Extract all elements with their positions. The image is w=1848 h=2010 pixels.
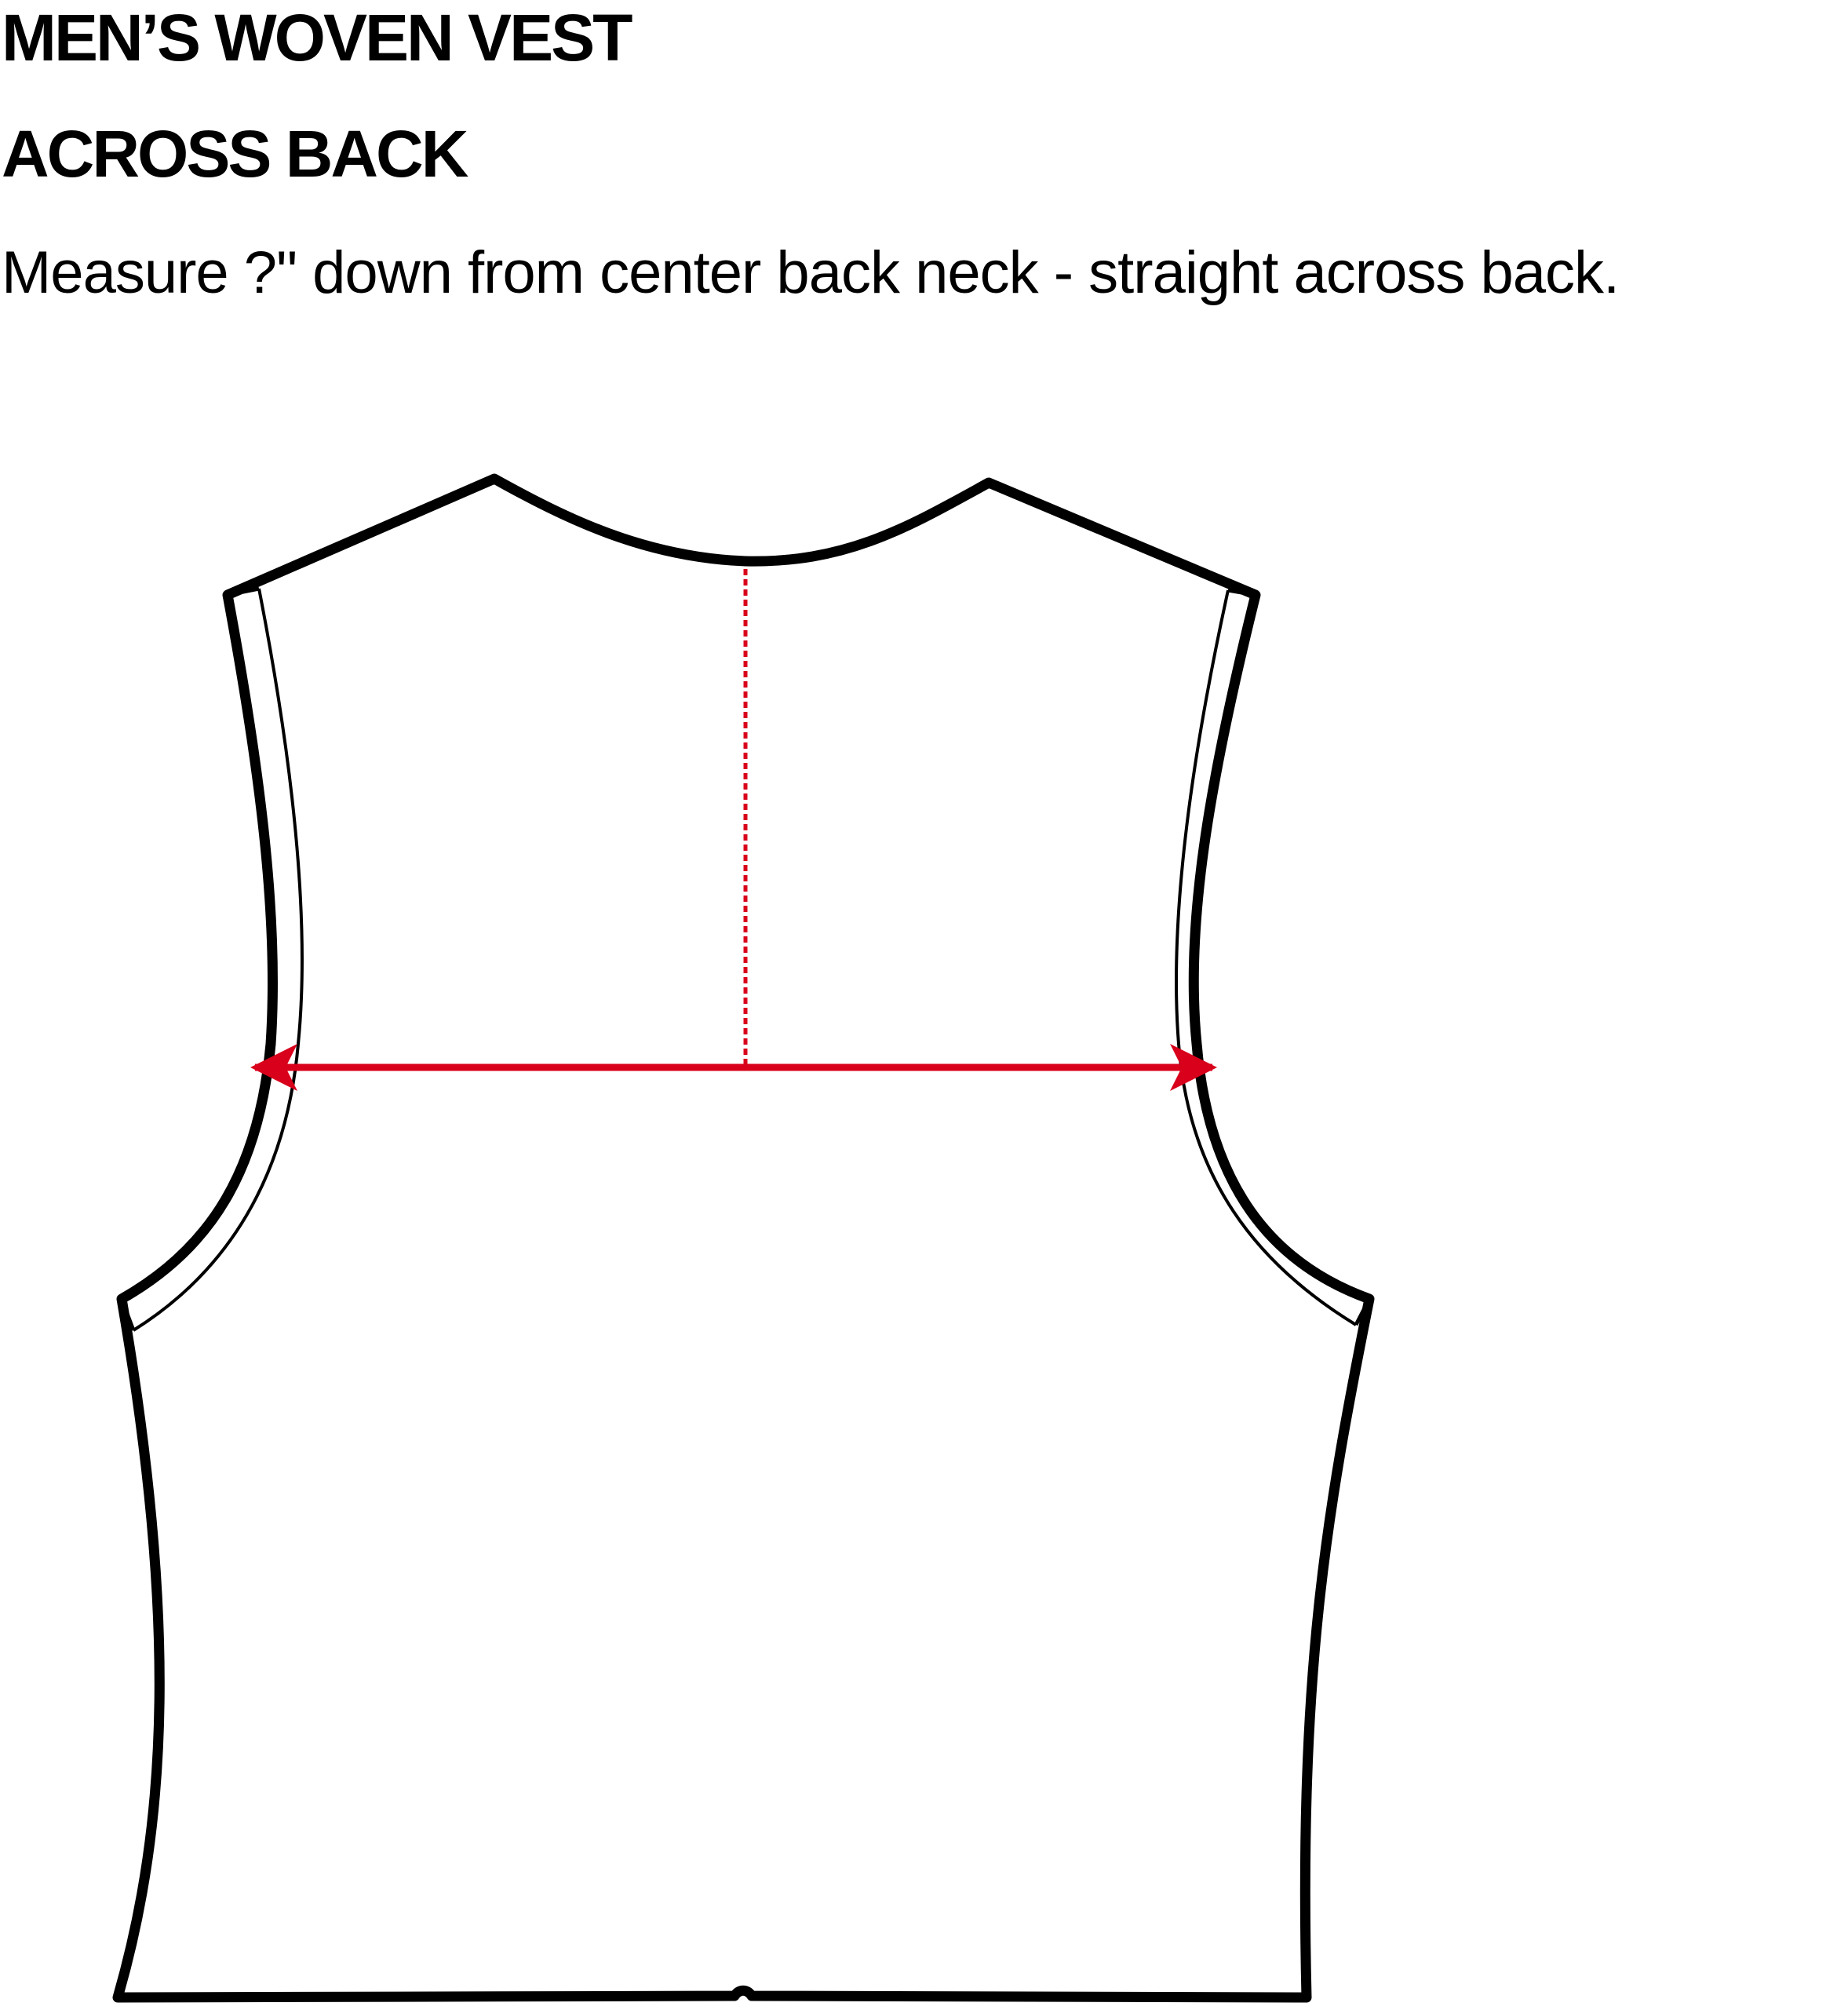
vest-outline (112, 473, 1375, 2003)
measurement-name: ACROSS BACK (2, 117, 468, 191)
left-armhole-binding (132, 588, 304, 1332)
right-binding-cap-bottom (1354, 1297, 1372, 1326)
page-title: MEN’S WOVEN VEST (2, 1, 632, 75)
right-armhole-binding (1175, 589, 1358, 1326)
left-binding-cap-top (227, 586, 260, 597)
left-binding-cap-bottom (119, 1298, 136, 1331)
right-binding-cap-top (1227, 588, 1256, 597)
measurement-instruction: Measure ?" down from center back neck - … (2, 239, 1620, 306)
